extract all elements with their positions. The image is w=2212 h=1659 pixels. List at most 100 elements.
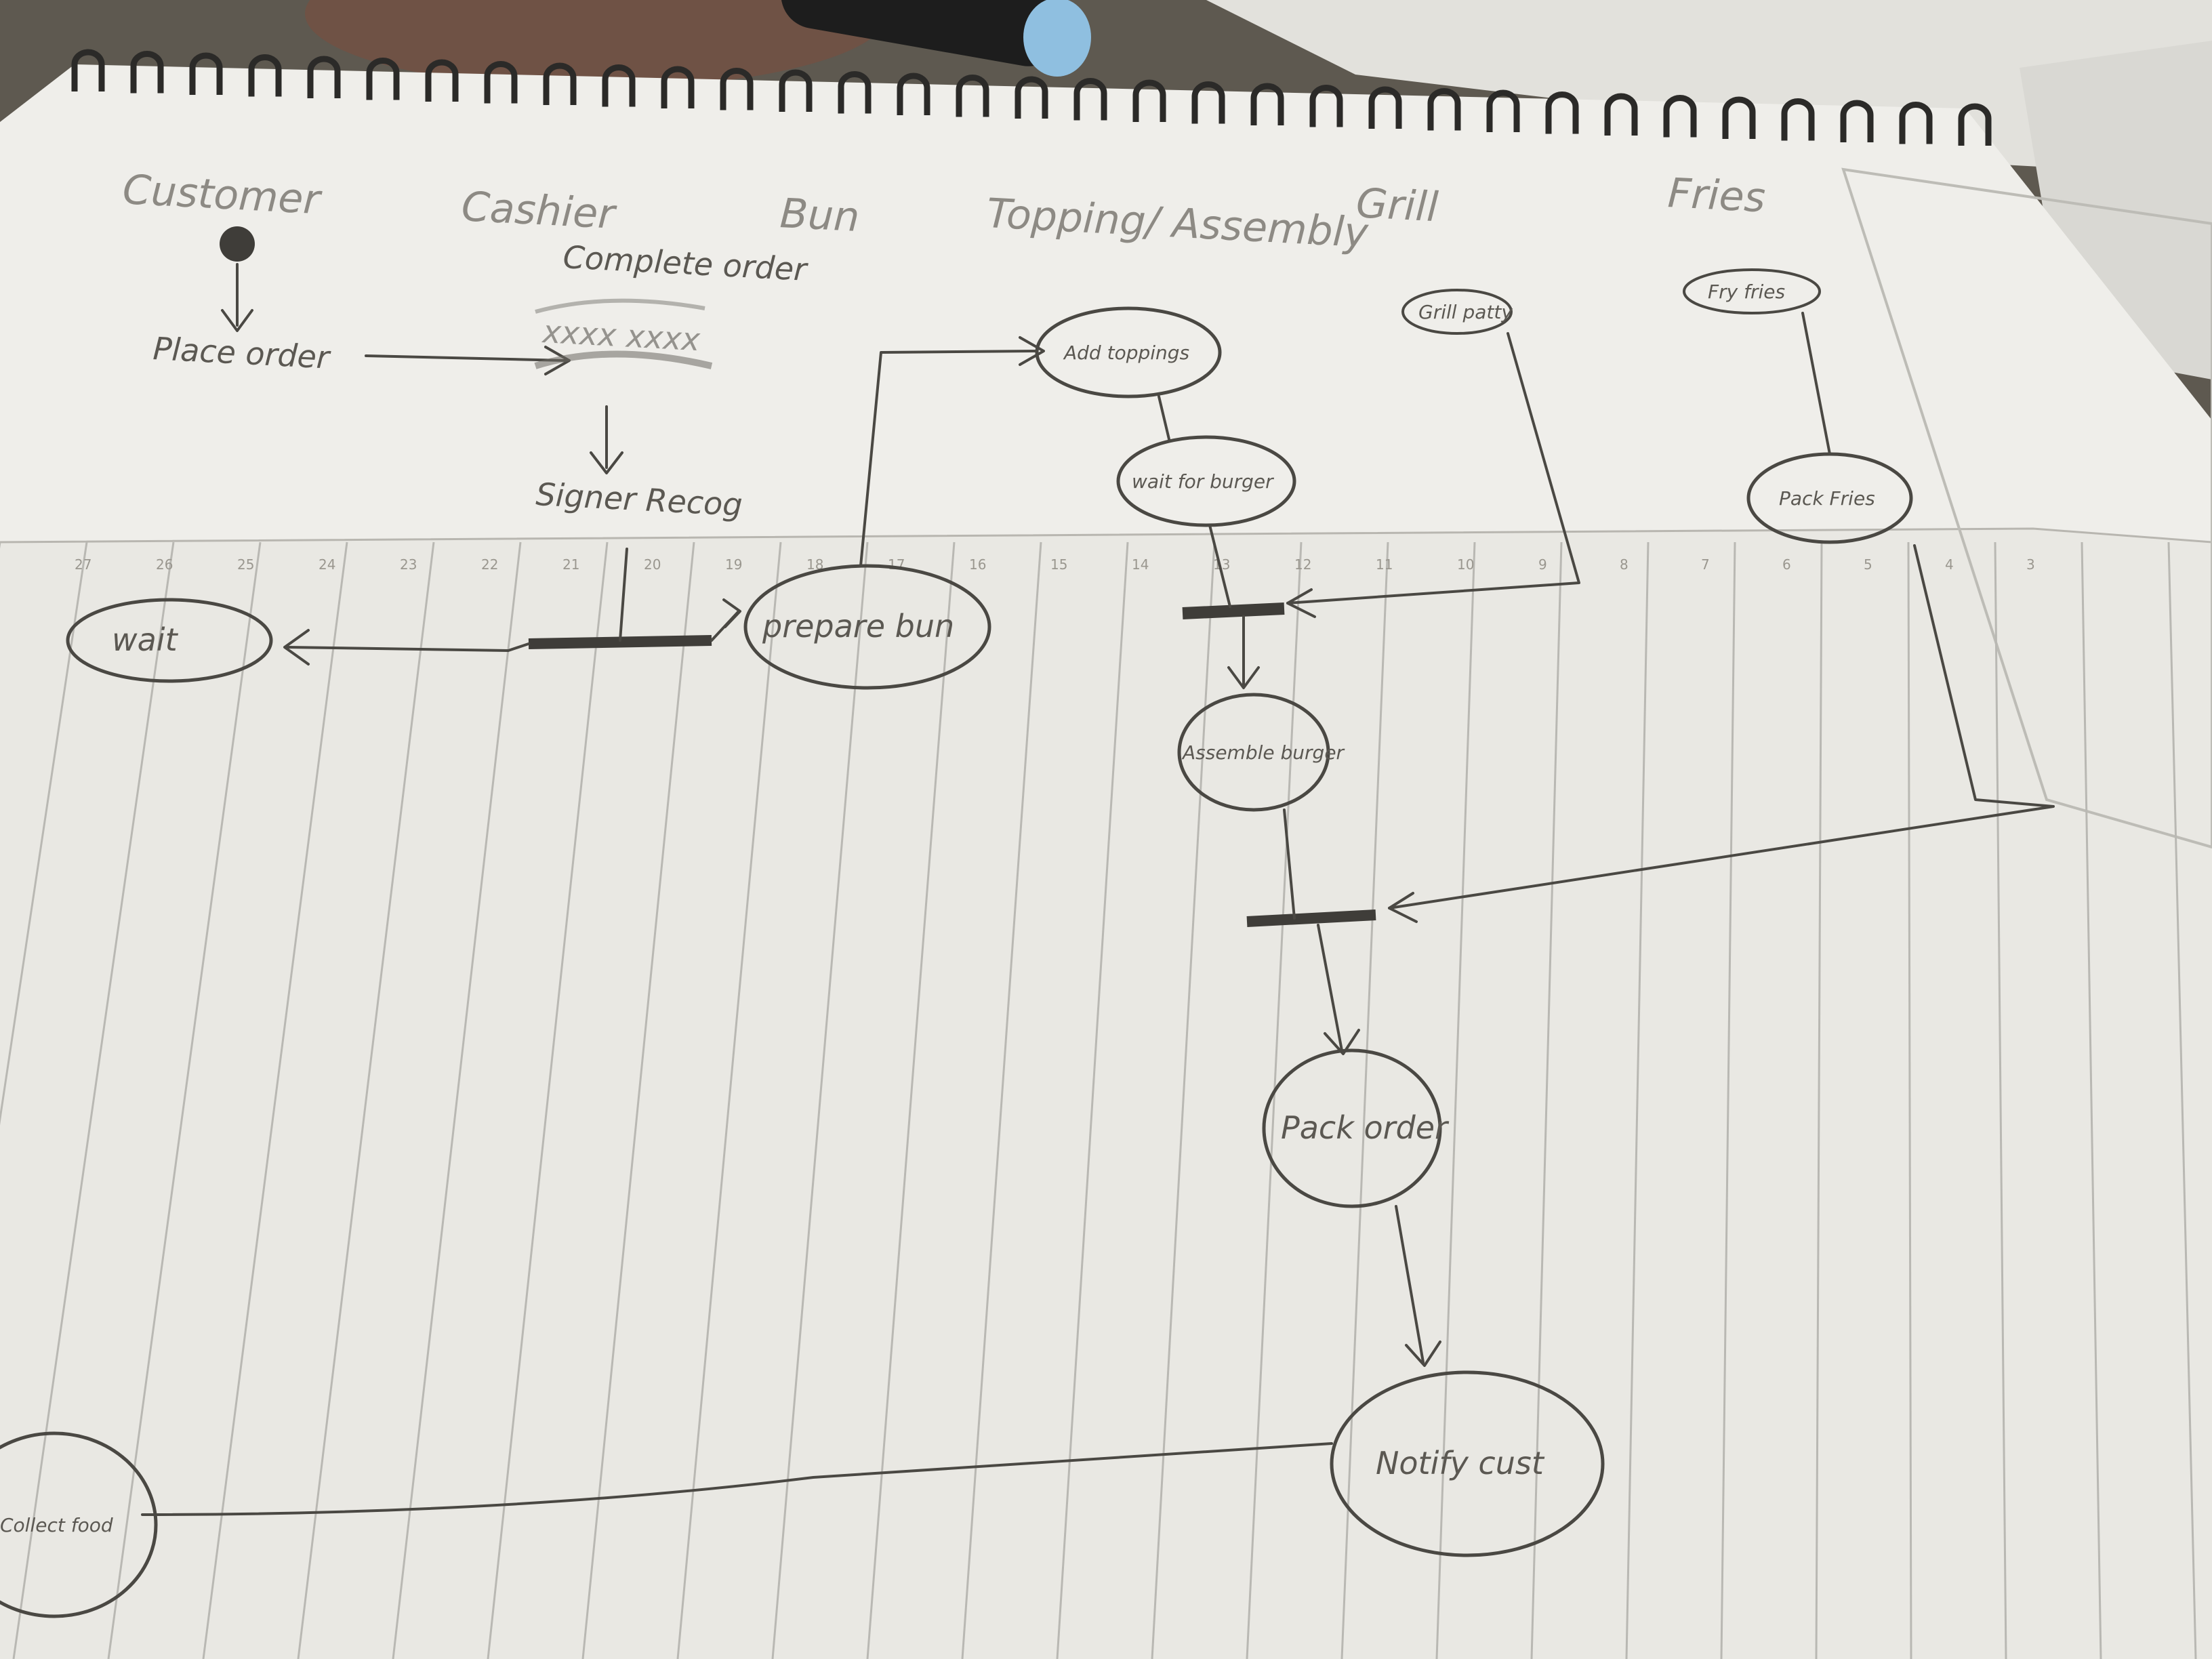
edge-fries-pack [1801, 312, 1831, 455]
spiral-ring [897, 73, 930, 115]
ruled-line [1056, 541, 1129, 1659]
edge-grill-join [1286, 332, 1580, 605]
column-number: 27 [75, 556, 91, 573]
marker-cap [1023, 0, 1091, 77]
spiral-ring [1073, 78, 1107, 121]
ruled-line [487, 541, 609, 1659]
lane-bun: Bun [779, 190, 861, 241]
column-number: 8 [1620, 556, 1629, 573]
ruled-line [2081, 541, 2102, 1659]
spiral-ring [1899, 102, 1933, 144]
ruled-lines [0, 541, 2197, 1659]
fry-fries-node [1683, 268, 1821, 314]
collect-food-node [0, 1431, 158, 1618]
column-number: 11 [1376, 556, 1393, 573]
spiral-ring [1663, 95, 1697, 138]
edge-waitburger-join [1208, 524, 1231, 608]
spiral-ring [1958, 103, 1992, 146]
column-number: 24 [319, 556, 335, 573]
column-number: 22 [481, 556, 498, 573]
spiral-ring [602, 64, 636, 107]
column-number: 21 [562, 556, 579, 573]
ruled-line [771, 541, 869, 1659]
ruled-line [107, 541, 262, 1659]
column-number: 15 [1050, 556, 1067, 573]
spiral-ring [1368, 86, 1402, 129]
edge-fork-wait [287, 642, 530, 652]
lane-customer: Customer [121, 166, 323, 224]
column-number: 19 [725, 556, 742, 573]
add-toppings-label: Add toppings [1063, 342, 1189, 364]
edge-prepare-toppings [859, 350, 1038, 567]
ruled-line [581, 541, 695, 1659]
scribble-strike [534, 350, 713, 369]
edge-joinpack-packorder [1317, 924, 1343, 1052]
spiral-ring [1427, 88, 1461, 131]
spiral-ring [1722, 96, 1756, 139]
column-number: 5 [1864, 556, 1872, 573]
join-bar-pack [1246, 909, 1376, 927]
ruled-line [1340, 541, 1389, 1659]
spiral-ring [366, 58, 400, 100]
edge-assemble-joinpack [1283, 808, 1296, 920]
collect-food-label: Collect food [0, 1514, 113, 1536]
spiral-ring [1015, 76, 1048, 119]
lane-cashier: Cashier [460, 183, 618, 239]
spiral-ring [484, 61, 518, 104]
spiral-ring [1781, 98, 1815, 141]
edge-packfries-joinpack [1388, 544, 2055, 909]
spiral-ring [956, 75, 989, 117]
page-edge [0, 527, 2212, 544]
ruled-line [2167, 541, 2197, 1659]
ruled-line [1994, 541, 2007, 1659]
column-number: 17 [888, 556, 905, 573]
lower-page [0, 529, 2212, 1659]
spiral-binding [71, 49, 1992, 146]
edge-toppings-waitburger [1158, 395, 1170, 441]
wait-for-burger-node [1116, 435, 1296, 527]
ruled-line [392, 541, 522, 1659]
prepare-bun-label: prepare bun [762, 608, 954, 644]
flow-edges [141, 263, 2055, 1516]
upper-page-margin-box [1841, 167, 2212, 849]
ruled-line [12, 541, 175, 1659]
ruled-line [0, 541, 88, 1126]
ruled-line [676, 541, 782, 1659]
column-number: 9 [1538, 556, 1547, 573]
grill-patty-label: Grill patty [1418, 301, 1513, 323]
scribble-label: xxxx xxxx [540, 313, 701, 358]
ruled-line [1907, 541, 1912, 1659]
spiral-ring [425, 59, 459, 102]
pack-fries-label: Pack Fries [1779, 487, 1875, 510]
spiral-ring [779, 69, 813, 112]
edge-notify-collect [141, 1442, 1333, 1516]
column-number: 23 [400, 556, 417, 573]
initial-node [220, 226, 255, 262]
fork-bar-cashier [528, 635, 712, 649]
ruled-line [1530, 541, 1563, 1659]
spiral-ring [1309, 85, 1343, 127]
ruled-line [1246, 541, 1303, 1659]
ruled-line [297, 541, 435, 1659]
column-number: 7 [1701, 556, 1710, 573]
spiral-ring [720, 68, 754, 110]
spiral-ring [71, 49, 105, 91]
column-number: 25 [237, 556, 254, 573]
spiral-ring [130, 51, 164, 94]
column-number: 26 [156, 556, 173, 573]
spiral-ring [307, 56, 341, 98]
prepare-bun-node [743, 564, 991, 690]
assemble-burger-node [1177, 693, 1330, 812]
wait-node [66, 598, 273, 683]
fry-fries-label: Fry fries [1708, 281, 1785, 303]
ruled-line [202, 541, 348, 1659]
marker-pen [781, 0, 1064, 66]
column-number: 12 [1294, 556, 1311, 573]
join-bar-assembly [1182, 602, 1285, 619]
spiral-ring [248, 54, 282, 97]
spiral-ring [1840, 100, 1874, 142]
edge-packorder-notify [1395, 1205, 1425, 1364]
column-number: 16 [969, 556, 986, 573]
